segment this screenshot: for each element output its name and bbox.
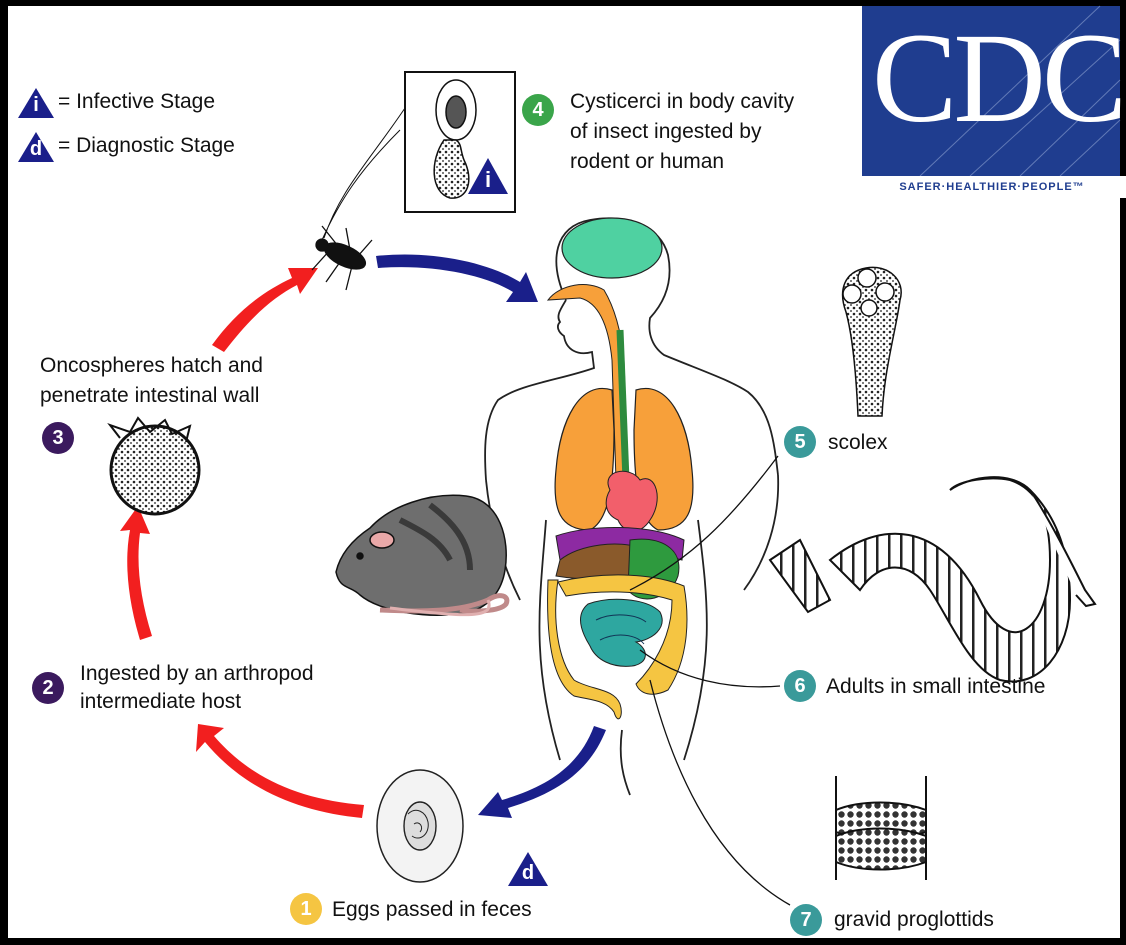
stage-3-badge: 3 — [42, 422, 74, 454]
stage-2-badge: 2 — [32, 672, 64, 704]
stage-2-label-line1: Ingested by an arthropod — [80, 660, 314, 687]
stage-4-label-line3: rodent or human — [570, 148, 724, 175]
stage-4-label-line2: of insect ingested by — [570, 118, 761, 145]
stage-7-label: gravid proglottids — [834, 906, 994, 933]
stage-5-label: scolex — [828, 429, 888, 456]
stage-6-badge: 6 — [784, 670, 816, 702]
cdc-logo-letters: CDC — [872, 8, 1112, 148]
stage-4-badge: 4 — [522, 94, 554, 126]
infective-stage-legend: = Infective Stage — [58, 88, 215, 115]
stage-5-badge: 5 — [784, 426, 816, 458]
stage-3-label-line1: Oncospheres hatch and — [40, 352, 263, 379]
infective-stage-symbol: i — [16, 92, 56, 119]
stage-1-badge: 1 — [290, 893, 322, 925]
brain-organ — [562, 218, 662, 278]
diagnostic-marker-symbol: d — [506, 860, 550, 887]
stage-6-label: Adults in small intestine — [826, 673, 1045, 700]
diagnostic-stage-legend: = Diagnostic Stage — [58, 132, 235, 159]
stage-2-label-line2: intermediate host — [80, 688, 241, 715]
diagnostic-stage-symbol: d — [16, 136, 56, 163]
cdc-logo-tagline: SAFER·HEALTHIER·PEOPLE™ — [860, 178, 1124, 196]
infective-marker-symbol: i — [466, 166, 510, 193]
stage-7-badge: 7 — [790, 904, 822, 936]
stage-4-label-line1: Cysticerci in body cavity — [570, 88, 794, 115]
tapeworm-egg — [377, 770, 463, 882]
stage-1-label: Eggs passed in feces — [332, 896, 532, 923]
stage-3-label-line2: penetrate intestinal wall — [40, 382, 259, 409]
